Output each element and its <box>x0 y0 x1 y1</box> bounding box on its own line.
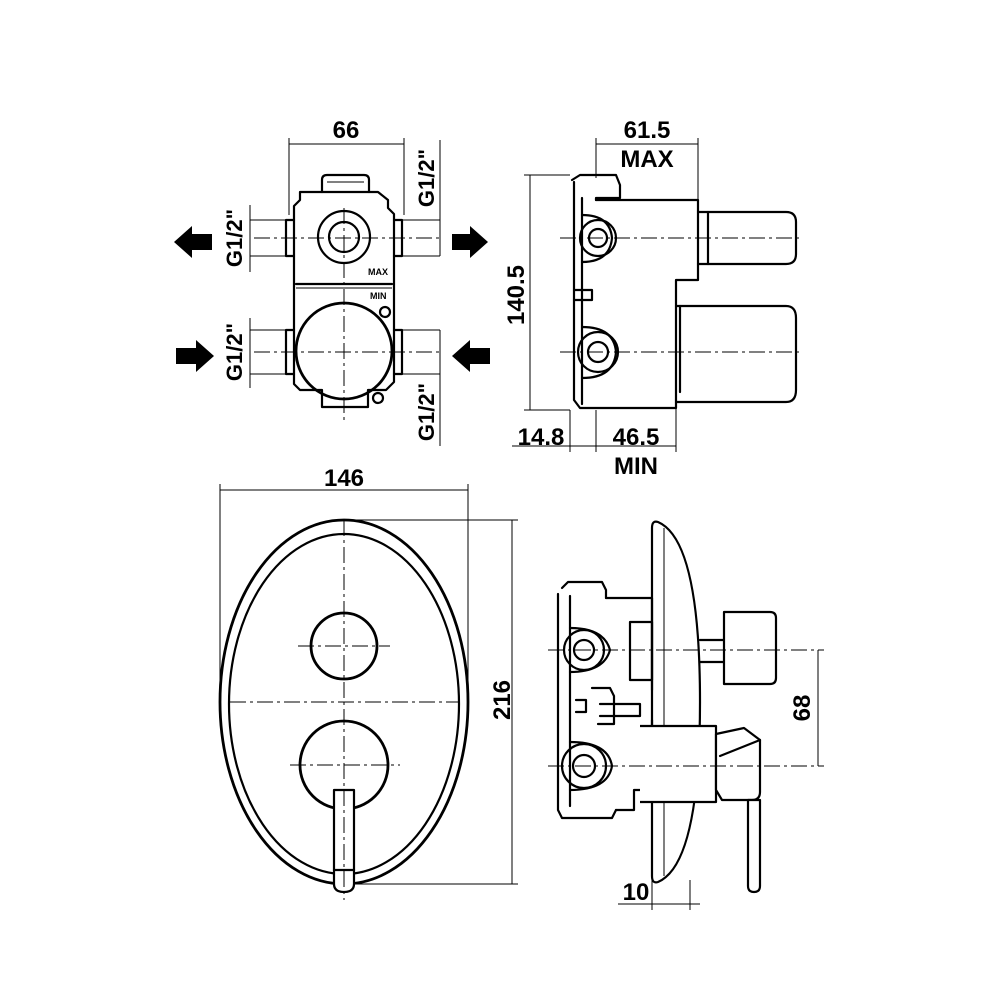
assembly-side-view: 68 10 <box>548 520 824 910</box>
dim-min-word: MIN <box>614 453 658 480</box>
outflow-arrow-left-icon <box>174 226 212 258</box>
dim-max-word: MAX <box>620 146 673 173</box>
dim-width-66: 66 <box>333 117 360 144</box>
body-side-view: 61.5 MAX 140.5 14.8 4 <box>503 117 800 480</box>
plate-front-view: 146 216 <box>218 465 518 900</box>
thread-label-top-right: G1/2" <box>414 149 439 207</box>
dim-plate-thickness: 10 <box>623 879 650 906</box>
thread-label-bottom-right: G1/2" <box>414 383 439 441</box>
inflow-arrow-right-icon <box>452 340 490 372</box>
dim-axis-spacing: 68 <box>789 695 816 722</box>
dim-height: 140.5 <box>503 265 530 325</box>
thread-label-top-left: G1/2" <box>222 209 247 267</box>
inflow-arrow-left-icon <box>176 340 214 372</box>
min-mark: MIN <box>370 291 387 301</box>
thread-label-bottom-left: G1/2" <box>222 323 247 381</box>
dim-plate-height: 216 <box>489 680 516 720</box>
dim-depth-max: 61.5 <box>624 117 671 144</box>
dim-offset: 14.8 <box>518 424 565 451</box>
dim-plate-width: 146 <box>324 465 364 492</box>
max-mark: MAX <box>368 267 388 277</box>
body-front-view: 66 MAX MIN <box>174 117 490 446</box>
outflow-arrow-right-icon <box>452 226 488 258</box>
dim-depth-min: 46.5 <box>613 424 660 451</box>
